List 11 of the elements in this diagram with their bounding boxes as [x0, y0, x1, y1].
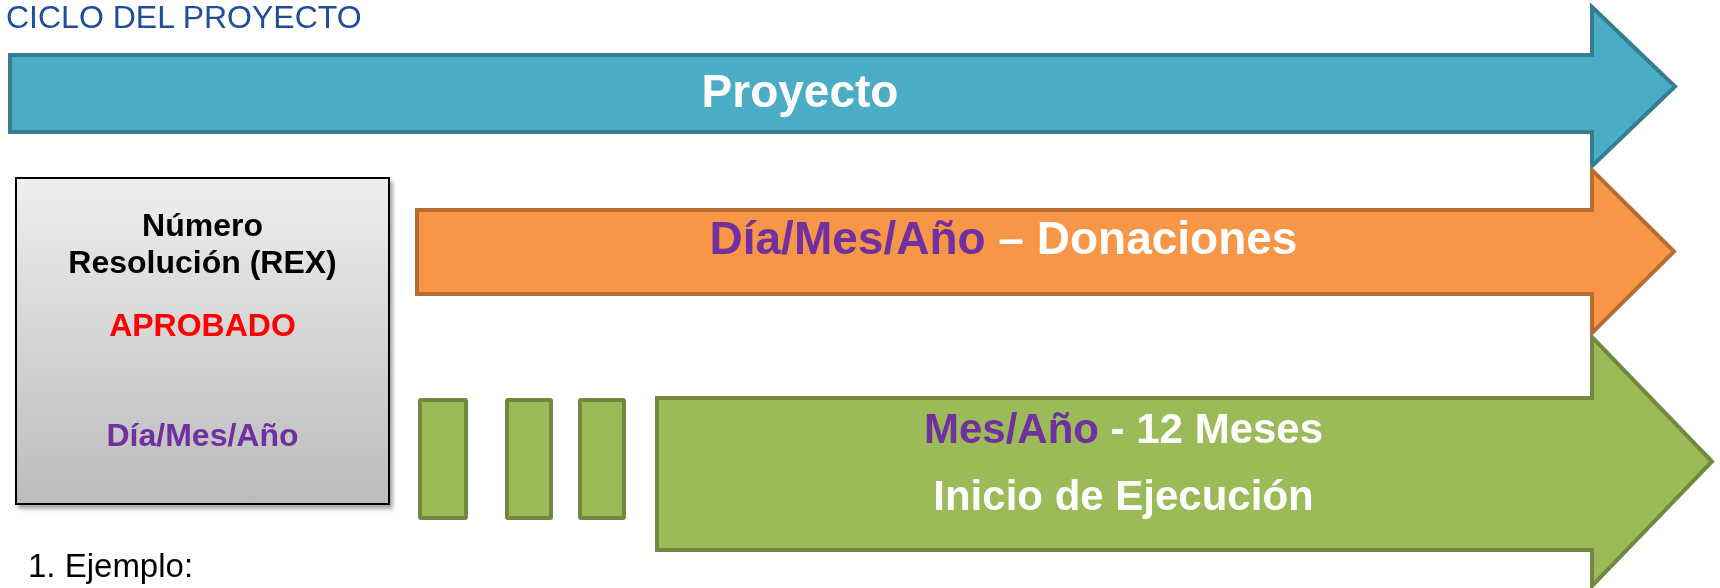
title: CICLO DEL PROYECTO: [6, 0, 362, 36]
node-text: Día/Mes/Año: [709, 212, 986, 264]
node-text: Día/Mes/Año: [106, 417, 299, 453]
node-text: APROBADO: [109, 307, 296, 343]
node-text: Proyecto: [701, 65, 899, 117]
node-text: – Donaciones: [997, 212, 1298, 264]
list-item: 1. Ejemplo:: [28, 548, 194, 585]
node-text: Mes/Año: [923, 405, 1099, 452]
node-text: Inicio de Ejecución: [933, 472, 1314, 519]
node-text: - 12 Meses: [1109, 405, 1324, 452]
node-text: Número Resolución (REX): [68, 207, 337, 280]
